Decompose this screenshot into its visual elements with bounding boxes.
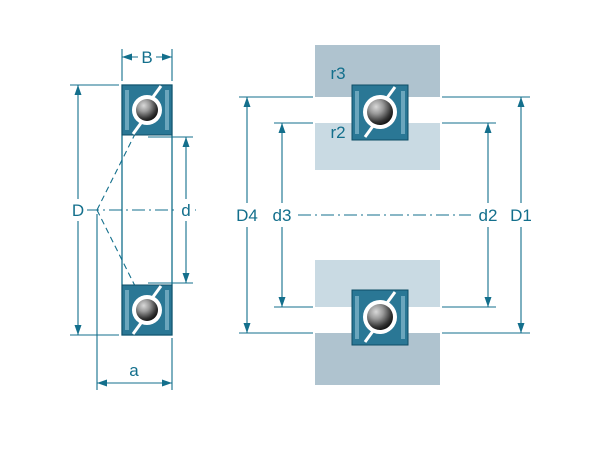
ring-split-lower bbox=[131, 322, 143, 335]
ring-split-upper bbox=[151, 285, 163, 298]
shaft-bottom bbox=[315, 260, 440, 307]
dim-label-r2: r2 bbox=[330, 123, 345, 142]
seal-right bbox=[401, 91, 405, 134]
dimension-B: B bbox=[121, 46, 173, 81]
dim-label-D: D bbox=[72, 201, 84, 220]
label-bg bbox=[69, 199, 87, 221]
arrowhead-down bbox=[484, 297, 492, 307]
left-figure: B D d a bbox=[69, 46, 196, 390]
contact-angle-line-top bbox=[96, 95, 155, 211]
arrowhead-up bbox=[182, 137, 190, 147]
dimension-D1: D1 bbox=[442, 96, 535, 334]
arrowhead-down bbox=[517, 323, 525, 333]
arrowhead-up bbox=[517, 97, 525, 107]
arrowhead-up bbox=[74, 85, 82, 95]
bearing-section-bottom bbox=[121, 284, 173, 336]
mounted-bearing-bottom bbox=[351, 289, 409, 346]
arrowhead-down bbox=[278, 297, 286, 307]
dimension-d: d bbox=[148, 136, 195, 284]
seal-right bbox=[165, 290, 169, 330]
dim-label-D1: D1 bbox=[510, 206, 532, 225]
housing-top bbox=[315, 45, 440, 97]
shaft-top bbox=[315, 123, 440, 170]
bearing-ball bbox=[136, 299, 158, 321]
dim-label-d: d bbox=[181, 201, 190, 220]
label-bg bbox=[178, 199, 195, 221]
housing-bottom bbox=[315, 333, 440, 385]
arrowhead-right bbox=[162, 379, 172, 387]
seal-right bbox=[401, 296, 405, 339]
seal-left bbox=[355, 296, 359, 339]
label-bg bbox=[507, 203, 535, 227]
ring-split-lower bbox=[363, 330, 375, 343]
dim-label-D4: D4 bbox=[236, 206, 258, 225]
dimension-D: D bbox=[69, 84, 119, 336]
bearing-section-top bbox=[121, 84, 173, 136]
dimension-d3: d3 bbox=[269, 122, 313, 308]
seal-right bbox=[165, 90, 169, 130]
dim-label-d3: d3 bbox=[273, 206, 292, 225]
arrowhead-right bbox=[162, 53, 172, 61]
ring-split-upper bbox=[151, 85, 163, 98]
bearing-ball bbox=[136, 99, 158, 121]
dimension-a: a bbox=[96, 214, 173, 390]
arrowhead-down bbox=[243, 323, 251, 333]
dim-label-d2: d2 bbox=[479, 206, 498, 225]
dim-label-r3: r3 bbox=[330, 64, 345, 83]
dim-label-B: B bbox=[141, 48, 152, 67]
ring-split-upper bbox=[385, 86, 397, 99]
ring-split-lower bbox=[131, 122, 143, 135]
arrowhead-up bbox=[484, 123, 492, 133]
label-bg bbox=[474, 203, 501, 227]
dim-label-a: a bbox=[129, 361, 139, 380]
bearing-ball bbox=[367, 99, 393, 125]
dimension-D4: D4 bbox=[233, 96, 313, 334]
right-figure: r3 r2 D4 d3 bbox=[233, 45, 535, 385]
arrowhead-up bbox=[243, 97, 251, 107]
arrowhead-down bbox=[74, 325, 82, 335]
seal-left bbox=[355, 91, 359, 134]
bearing-ball bbox=[367, 304, 393, 330]
label-bg bbox=[269, 203, 296, 227]
ring-split-upper bbox=[385, 291, 397, 304]
arrowhead-left bbox=[122, 53, 132, 61]
seal-left bbox=[125, 90, 129, 130]
mounted-bearing-top bbox=[351, 84, 409, 141]
arrowhead-down bbox=[182, 273, 190, 283]
arrowhead-up bbox=[278, 123, 286, 133]
contact-angle-line-bottom bbox=[96, 209, 155, 325]
dimension-d2: d2 bbox=[442, 122, 501, 308]
ring-split-lower bbox=[363, 125, 375, 138]
arrowhead-left bbox=[97, 379, 107, 387]
label-bg bbox=[233, 203, 261, 227]
label-bg bbox=[138, 46, 156, 68]
seal-left bbox=[125, 290, 129, 330]
